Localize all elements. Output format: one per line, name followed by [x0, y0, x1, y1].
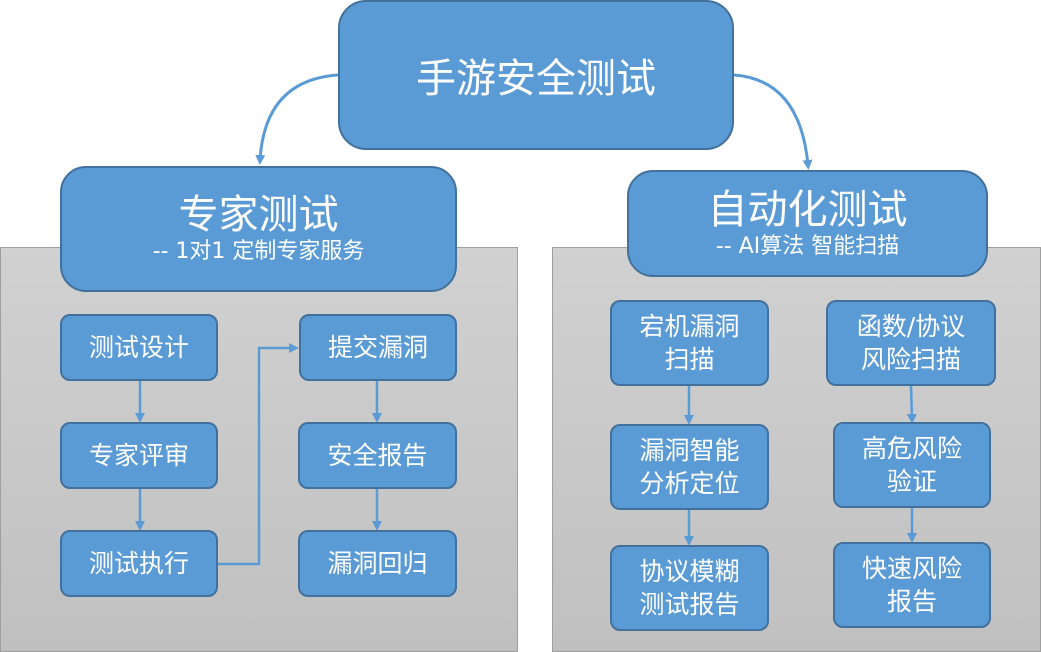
step-label: 测试设计	[88, 333, 189, 362]
step-label: 函数/协议 风险扫描	[856, 312, 966, 374]
root-title: 手游安全测试	[416, 56, 656, 102]
step-label: 高危风险 验证	[861, 434, 962, 496]
root-to-auto-arrow	[733, 73, 813, 170]
step-node: 协议模糊 测试报告	[610, 545, 769, 631]
auto-title: 自动化测试	[707, 186, 908, 233]
step-node: 漏洞智能 分析定位	[610, 424, 769, 510]
auto-subtitle: -- AI算法 智能扫描	[715, 233, 900, 259]
expert-head-node: 专家测试 -- 1对1 定制专家服务	[60, 166, 457, 292]
step-node: 提交漏洞	[299, 314, 457, 381]
step-node: 函数/协议 风险扫描	[826, 300, 996, 386]
step-node: 专家评审	[60, 422, 218, 489]
step-label: 测试执行	[88, 549, 189, 578]
step-label: 漏洞回归	[327, 549, 428, 578]
expert-title: 专家测试	[178, 192, 339, 238]
step-node: 漏洞回归	[298, 530, 457, 597]
root-to-expert-arrow	[255, 73, 339, 165]
step-node: 快速风险 报告	[833, 542, 991, 628]
step-label: 快速风险 报告	[861, 554, 962, 616]
step-node: 宕机漏洞 扫描	[610, 300, 769, 386]
step-node: 测试执行	[60, 530, 218, 597]
step-label: 协议模糊 测试报告	[639, 557, 740, 619]
step-label: 安全报告	[327, 441, 428, 470]
step-label: 宕机漏洞 扫描	[639, 312, 740, 374]
step-node: 测试设计	[60, 314, 218, 381]
expert-subtitle: -- 1对1 定制专家服务	[152, 239, 365, 264]
auto-head-node: 自动化测试 -- AI算法 智能扫描	[627, 170, 988, 277]
step-label: 漏洞智能 分析定位	[639, 436, 740, 498]
step-label: 提交漏洞	[327, 333, 428, 362]
root-node: 手游安全测试	[338, 0, 734, 150]
step-label: 专家评审	[88, 441, 189, 470]
step-node: 安全报告	[298, 422, 457, 489]
step-node: 高危风险 验证	[833, 422, 991, 508]
